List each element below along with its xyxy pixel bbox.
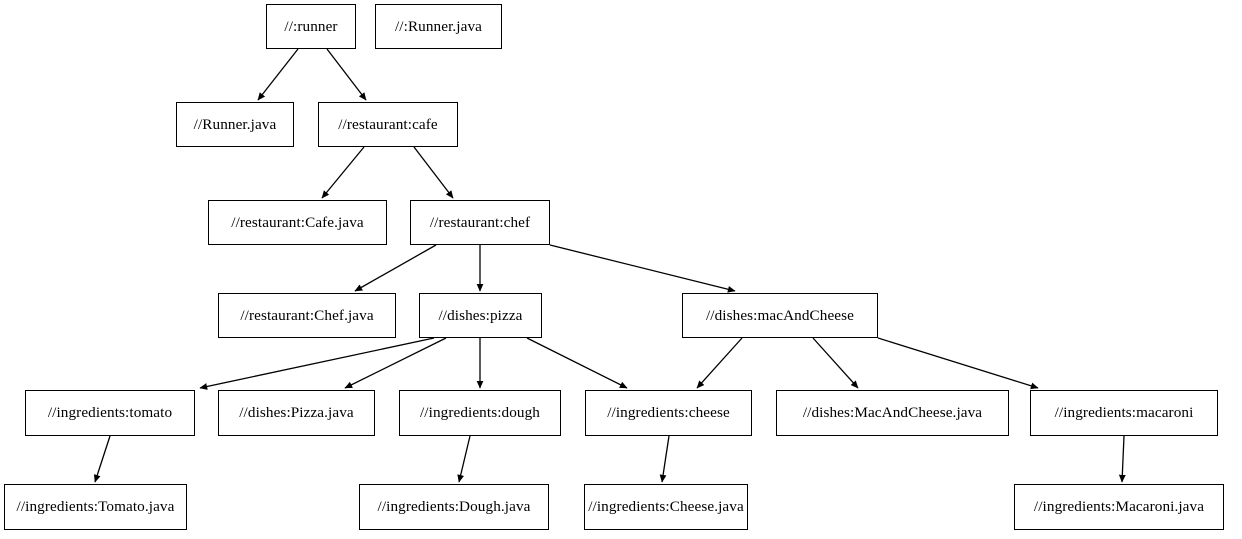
graph-node-label: //ingredients:Tomato.java bbox=[16, 498, 175, 516]
graph-node-restaurant-cafe[interactable]: //restaurant:cafe bbox=[318, 102, 458, 147]
graph-node-label: //ingredients:macaroni bbox=[1054, 404, 1194, 422]
graph-node-restaurant-cafe-java[interactable]: //restaurant:Cafe.java bbox=[208, 200, 387, 245]
graph-node-runner-java-root[interactable]: //:Runner.java bbox=[375, 4, 502, 49]
graph-node-label: //dishes:pizza bbox=[438, 306, 523, 324]
graph-node-dishes-pizza-java[interactable]: //dishes:Pizza.java bbox=[218, 390, 375, 436]
graph-node-label: //ingredients:Dough.java bbox=[377, 498, 531, 516]
graph-node-dishes-macandcheese[interactable]: //dishes:macAndCheese bbox=[682, 293, 878, 338]
graph-node-dishes-pizza[interactable]: //dishes:pizza bbox=[419, 293, 542, 338]
graph-node-label: //ingredients:tomato bbox=[47, 404, 173, 422]
graph-node-label: //restaurant:Cafe.java bbox=[231, 213, 364, 231]
graph-node-restaurant-chef-java[interactable]: //restaurant:Chef.java bbox=[218, 293, 396, 338]
graph-node-label: //ingredients:cheese bbox=[607, 404, 730, 422]
graph-node-ing-macaroni-java[interactable]: //ingredients:Macaroni.java bbox=[1014, 484, 1224, 530]
graph-node-label: //:Runner.java bbox=[394, 17, 483, 35]
graph-node-runner-java[interactable]: //Runner.java bbox=[176, 102, 294, 147]
graph-node-runner[interactable]: //:runner bbox=[266, 4, 356, 49]
graph-node-label: //:runner bbox=[284, 17, 338, 35]
graph-node-label: //Runner.java bbox=[193, 115, 277, 133]
graph-node-dishes-mac-java[interactable]: //dishes:MacAndCheese.java bbox=[776, 390, 1009, 436]
graph-node-label: //ingredients:Cheese.java bbox=[588, 498, 744, 516]
graph-node-ing-macaroni[interactable]: //ingredients:macaroni bbox=[1030, 390, 1218, 436]
graph-node-label: //dishes:macAndCheese bbox=[705, 306, 855, 324]
graph-node-label: //restaurant:Chef.java bbox=[240, 306, 374, 324]
graph-node-ing-dough-java[interactable]: //ingredients:Dough.java bbox=[359, 484, 549, 530]
graph-node-label: //dishes:Pizza.java bbox=[239, 404, 354, 422]
graph-node-label: //restaurant:chef bbox=[429, 213, 531, 231]
graph-node-ing-cheese[interactable]: //ingredients:cheese bbox=[585, 390, 752, 436]
graph-node-label: //restaurant:cafe bbox=[338, 115, 438, 133]
graph-node-ing-tomato[interactable]: //ingredients:tomato bbox=[25, 390, 195, 436]
graph-node-ing-cheese-java[interactable]: //ingredients:Cheese.java bbox=[584, 484, 748, 530]
graph-node-label: //ingredients:Macaroni.java bbox=[1033, 498, 1205, 516]
graph-node-label: //ingredients:dough bbox=[419, 404, 540, 422]
graph-node-ing-tomato-java[interactable]: //ingredients:Tomato.java bbox=[4, 484, 187, 530]
graph-node-label: //dishes:MacAndCheese.java bbox=[802, 404, 983, 422]
graph-node-restaurant-chef[interactable]: //restaurant:chef bbox=[410, 200, 550, 245]
graph-node-ing-dough[interactable]: //ingredients:dough bbox=[399, 390, 561, 436]
